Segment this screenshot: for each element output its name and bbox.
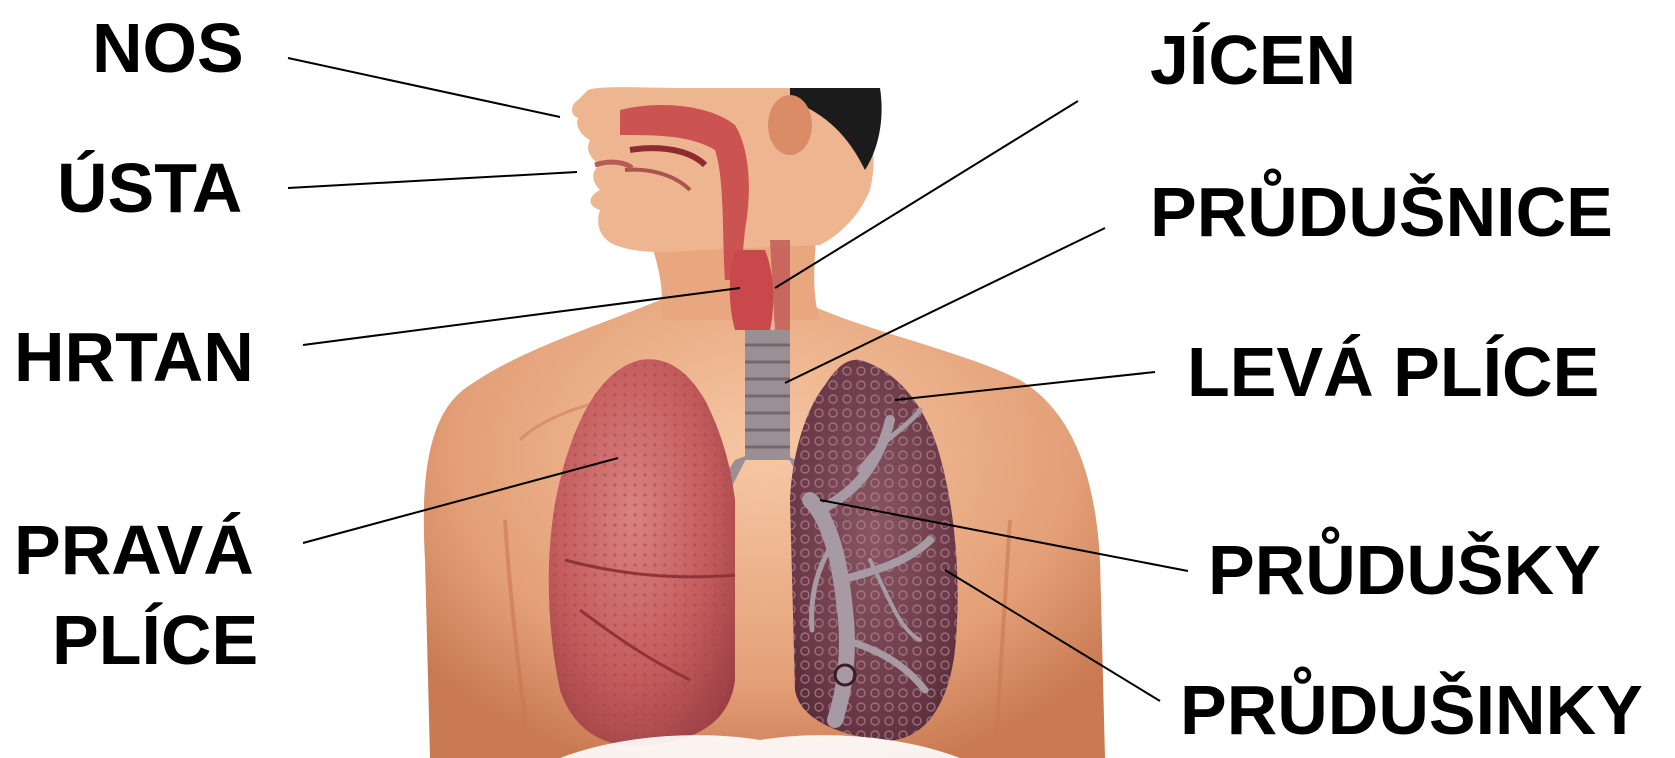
label-hrtan: HRTAN xyxy=(14,317,254,397)
label-leva-plice: LEVÁ PLÍCE xyxy=(1187,332,1599,412)
label-prava-plice-line2: PLÍCE xyxy=(52,600,258,680)
label-jicen: JÍCEN xyxy=(1150,20,1356,100)
larynx xyxy=(730,250,774,330)
label-usta: ÚSTA xyxy=(57,148,242,228)
label-prudusnice: PRŮDUŠNICE xyxy=(1150,172,1613,252)
leader-line-usta xyxy=(288,172,577,188)
label-prudusinky: PRŮDUŠINKY xyxy=(1180,670,1643,750)
label-nos: NOS xyxy=(92,8,244,88)
label-prudusky: PRŮDUŠKY xyxy=(1208,530,1601,610)
label-prava-plice-line1: PRAVÁ xyxy=(14,510,254,590)
leader-line-nos xyxy=(288,58,560,117)
